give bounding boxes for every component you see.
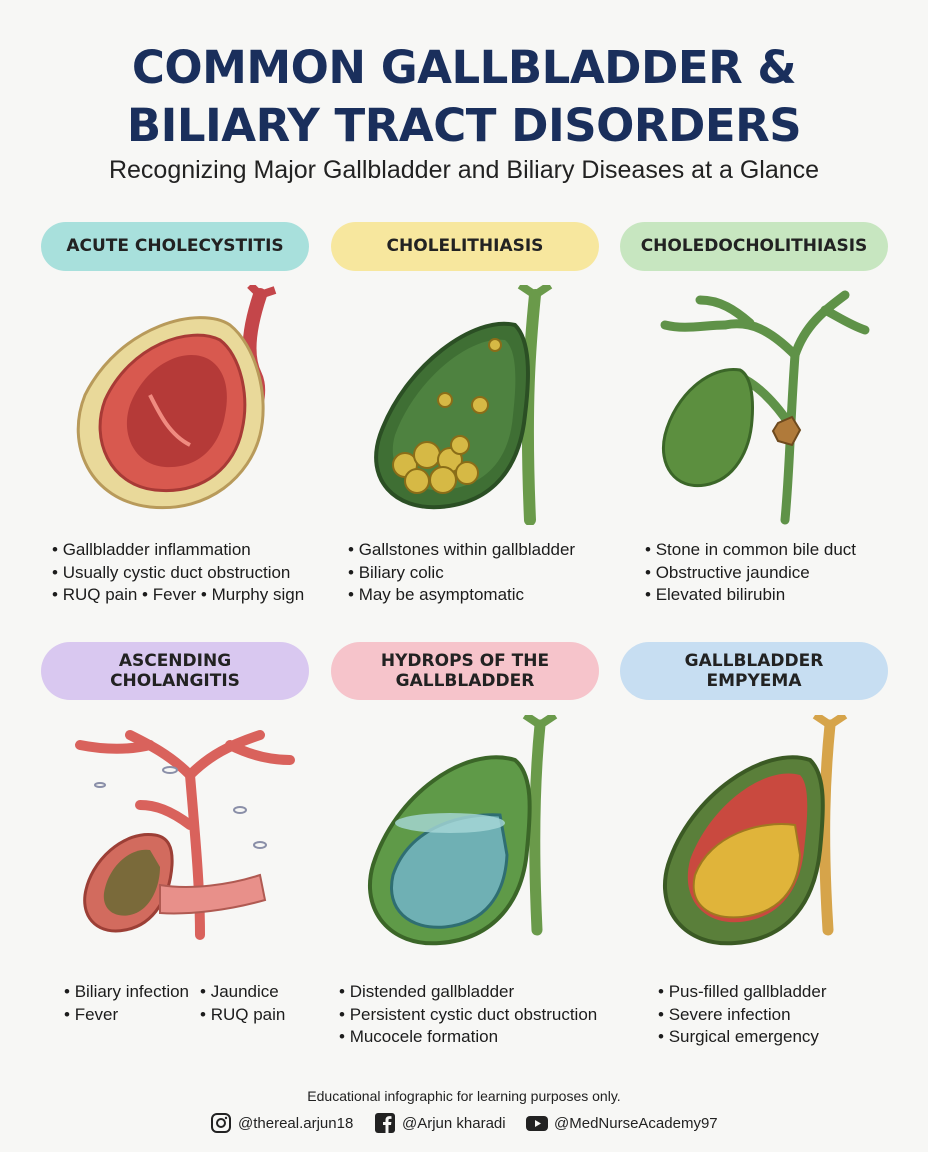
facebook-handle[interactable]: @Arjun kharadi [374, 1112, 506, 1134]
list-item: May be asymptomatic [348, 584, 575, 607]
illustration-empyema [650, 711, 900, 955]
list-item: Fever [64, 1004, 189, 1027]
list-item: Surgical emergency [658, 1026, 827, 1049]
instagram-handle-text: @thereal.arjun18 [238, 1114, 354, 1132]
instagram-handle[interactable]: @thereal.arjun18 [210, 1112, 353, 1134]
card-title-line: GALLBLADDER [395, 671, 535, 691]
list-item: Severe infection [658, 1004, 827, 1027]
list-item: Gallbladder inflammation [52, 539, 304, 562]
list-item: Biliary colic [348, 562, 575, 585]
list-item: Pus-filled gallbladder [658, 981, 827, 1004]
list-item: RUQ pain [200, 1004, 286, 1027]
bullet-list-hydrops: Distended gallbladder Persistent cystic … [339, 981, 598, 1049]
bullet-list-choledocholithiasis: Stone in common bile duct Obstructive ja… [645, 539, 856, 607]
page-subtitle: Recognizing Major Gallbladder and Biliar… [108, 156, 820, 184]
youtube-icon [526, 1112, 548, 1134]
card-title-line: EMPYEMA [706, 671, 802, 691]
list-item: Jaundice [200, 981, 285, 1004]
list-item: Obstructive jaundice [645, 562, 856, 585]
list-item: RUQ pain • Fever • Murphy sign [52, 584, 305, 607]
illustration-acute-cholecystitis [60, 282, 310, 525]
list-item: Stone in common bile duct [645, 539, 856, 562]
list-item: Biliary infection [64, 981, 189, 1004]
illustration-hydrops [355, 711, 605, 955]
youtube-handle-text: @MedNurseAcademy97 [554, 1114, 718, 1132]
youtube-handle[interactable]: @MedNurseAcademy97 [526, 1112, 718, 1134]
illustration-ascending-cholangitis [60, 715, 310, 955]
disclaimer-note: Educational infographic for learning pur… [307, 1088, 621, 1104]
list-item: Persistent cystic duct obstruction [339, 1004, 598, 1027]
list-item: Mucocele formation [339, 1026, 597, 1049]
facebook-handle-text: @Arjun kharadi [402, 1114, 506, 1132]
list-item: Usually cystic duct obstruction [52, 562, 304, 585]
page-title-line-1: COMMON GALLBLADDER & [131, 41, 797, 94]
card-title-acute-cholecystitis: ACUTE CHOLECYSTITIS [41, 222, 309, 271]
illustration-cholelithiasis [355, 281, 605, 526]
list-item: Distended gallbladder [339, 981, 597, 1004]
list-item: Gallstones within gallbladder [348, 539, 575, 562]
bullet-list-ascending-cholangitis-right: Jaundice RUQ pain [200, 981, 286, 1027]
illustration-choledocholithiasis [650, 285, 900, 525]
bullet-list-ascending-cholangitis-left: Biliary infection Fever [64, 981, 189, 1026]
card-title-line: HYDROPS OF THE [380, 650, 550, 671]
bullet-list-acute-cholecystitis: Gallbladder inflammation Usually cystic … [52, 539, 305, 607]
bullet-list-cholelithiasis: Gallstones within gallbladder Biliary co… [348, 539, 575, 607]
list-item: Elevated bilirubin [645, 584, 856, 607]
facebook-icon [374, 1112, 396, 1134]
instagram-icon [210, 1112, 232, 1134]
card-title-cholelithiasis: CHOLELITHIASIS [331, 222, 599, 271]
card-title-line: GALLBLADDER [684, 650, 824, 671]
card-title-choledocholithiasis: CHOLEDOCHOLITHIASIS [620, 222, 888, 271]
page-title-line-2: BILIARY TRACT DISORDERS [126, 99, 802, 152]
bullet-list-empyema: Pus-filled gallbladder Severe infection … [658, 981, 827, 1049]
card-title-line: ASCENDING [118, 650, 232, 671]
card-title-line: CHOLANGITIS [110, 671, 240, 691]
